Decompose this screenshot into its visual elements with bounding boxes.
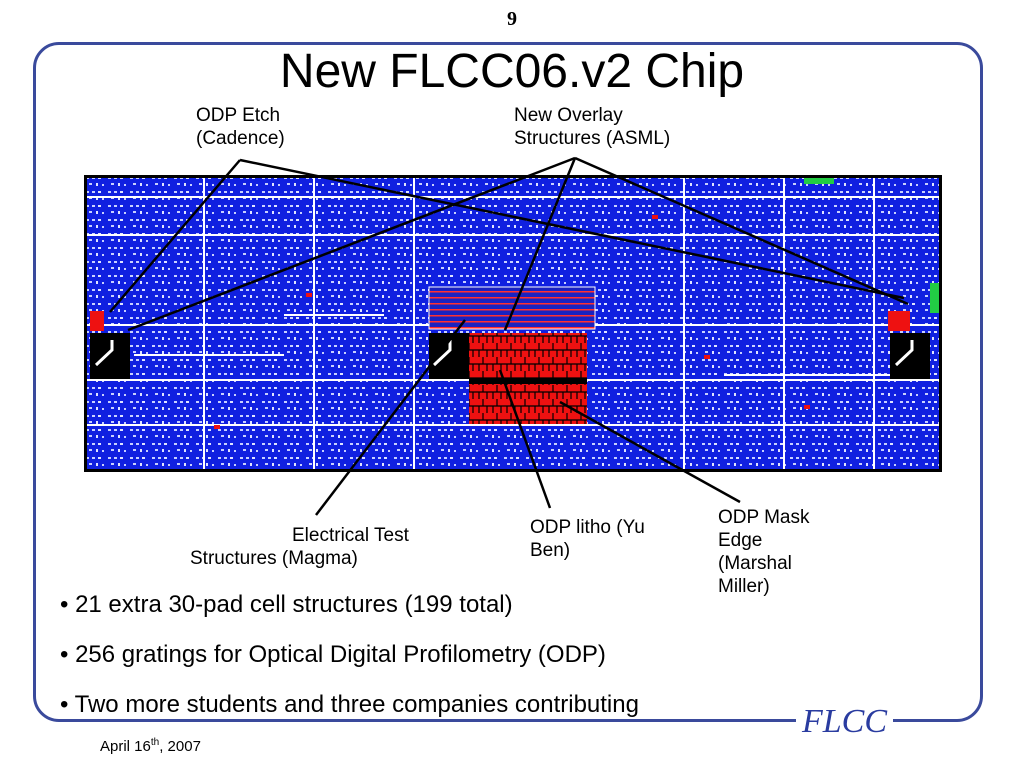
slide-title: New FLCC06.v2 Chip [279,45,745,98]
bullet-item: • 21 extra 30-pad cell structures (199 t… [60,591,513,618]
chip-layout-drawing [87,178,939,469]
footer-date: April 16th, 2007 [100,737,201,755]
callout-odp-mask-edge: ODP Mask Edge (Marshal Miller) [718,506,810,598]
slide-frame [33,42,983,722]
callout-line: Structures (Magma) [190,548,358,569]
marker [804,178,834,184]
callout-odp-litho: ODP litho (Yu Ben) [530,516,645,562]
callout-line: Edge [718,530,763,551]
callout-line: (Cadence) [196,128,285,149]
bullet-item: • Two more students and three companies … [60,691,639,718]
callout-line: Ben) [530,540,571,561]
callout-electrical-test: Electrical Test Structures (Magma) [190,524,460,570]
callout-line: ODP Etch [196,105,281,126]
page-number: 9 [507,8,517,30]
chip-layout-image [84,175,942,472]
bullet-item: • 256 gratings for Optical Digital Profi… [60,641,606,668]
marker [930,283,939,313]
callout-line: Miller) [718,576,770,597]
date-suffix: th [150,737,160,748]
test-pad-right [890,333,930,379]
odp-etch-right [888,311,910,331]
callout-line: New Overlay [514,105,623,126]
callout-overlay: New Overlay Structures (ASML) [514,104,670,150]
test-pad-center [429,333,469,379]
callout-line: ODP litho (Yu [530,517,645,538]
date-year: , 2007 [159,738,201,755]
odp-litho-block [469,333,587,378]
date-text: April 16 [100,738,151,755]
odp-etch-left [90,311,104,331]
odp-mask-edge-block [469,384,587,424]
callout-line: Electrical Test [292,525,409,546]
odp-gratings [428,286,596,330]
callout-line: (Marshal [718,553,792,574]
flcc-logo: FLCC [796,703,894,741]
callout-odp-etch: ODP Etch (Cadence) [196,104,285,150]
callout-line: ODP Mask [718,507,810,528]
callout-line: Structures (ASML) [514,128,671,149]
test-pad-left [90,333,130,379]
